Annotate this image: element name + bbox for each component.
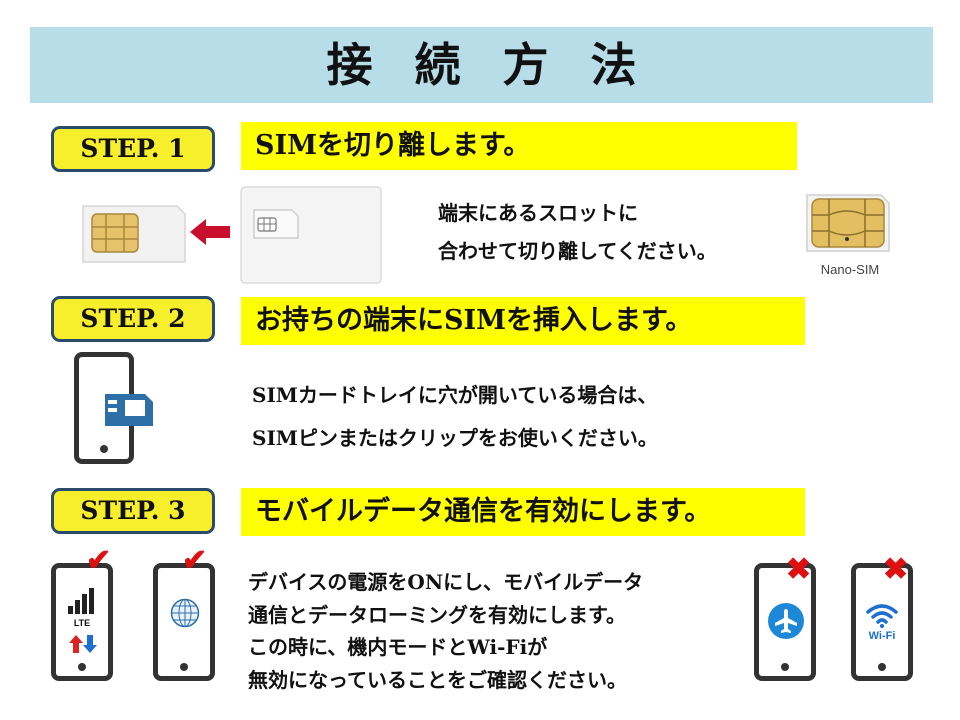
- phone-lte-icon: LTE: [51, 563, 113, 681]
- phone-roaming-icon: [153, 563, 215, 681]
- nano-sim-caption: Nano-SIM: [820, 262, 880, 277]
- page-title: 接続方法: [326, 38, 679, 92]
- step-2-text-line-2: SIMピンまたはクリップをお使いください。: [252, 426, 658, 450]
- check-mark-icon: ✔: [86, 543, 112, 578]
- sim-frame-image: [240, 186, 382, 284]
- step-1-label: STEP. 1: [51, 126, 215, 172]
- signal-bars-icon: [68, 588, 94, 614]
- airplane-icon: [768, 603, 804, 639]
- phone-airplane-mode-icon: [754, 563, 816, 681]
- globe-icon: [170, 598, 200, 628]
- step-3-text-line-2: 通信とデータローミングを有効にします。: [248, 603, 626, 627]
- cross-mark-icon: ✖: [786, 552, 812, 587]
- sim-tray-icon: [105, 390, 153, 426]
- nano-sim-image: [805, 193, 891, 253]
- step-3-label: STEP. 3: [51, 488, 215, 534]
- cross-mark-icon: ✖: [883, 552, 909, 587]
- step-3-text-line-3: この時に、機内モードとWi-Fiが: [248, 635, 548, 659]
- step-3-text-line-4: 無効になっていることをご確認ください。: [248, 668, 627, 692]
- step-2-text-line-1: SIMカードトレイに穴が開いている場合は、: [252, 383, 658, 407]
- step-3-text-line-1: デバイスの電源をONにし、モバイルデータ: [248, 570, 644, 594]
- lte-label: LTE: [73, 618, 91, 628]
- step-2-heading: お持ちの端末にSIMを挿入します。: [241, 297, 805, 345]
- step-1-heading: SIMを切り離します。: [241, 122, 797, 170]
- sim-card-image: [80, 203, 188, 265]
- data-arrows-icon: [69, 635, 97, 653]
- phone-wifi-icon: Wi-Fi: [851, 563, 913, 681]
- step-2-label: STEP. 2: [51, 296, 215, 342]
- left-arrow-icon: [188, 216, 232, 248]
- step-1-text-line-1: 端末にあるスロットに: [438, 201, 638, 225]
- wifi-icon: [866, 604, 898, 628]
- check-mark-icon: ✔: [182, 543, 208, 578]
- title-banner: 接続方法: [30, 27, 933, 103]
- step-3-heading: モバイルデータ通信を有効にします。: [241, 488, 805, 536]
- step-1-text-line-2: 合わせて切り離してください。: [438, 239, 717, 263]
- wifi-label: Wi-Fi: [868, 630, 896, 642]
